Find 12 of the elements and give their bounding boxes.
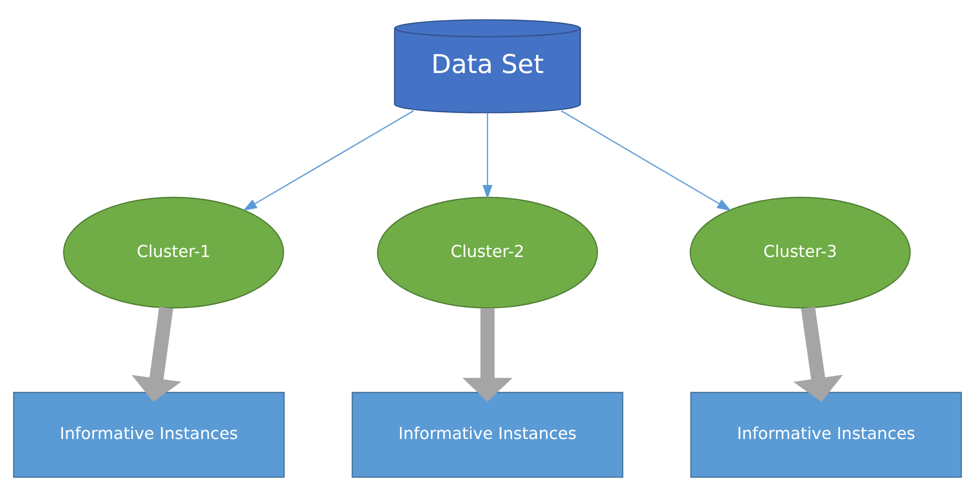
node-box: Informative Instances	[12, 392, 284, 478]
arrow	[131, 306, 181, 402]
arrow	[242, 110, 414, 211]
node-ellipse: Cluster-2	[376, 196, 598, 308]
node-box: Informative Instances	[351, 392, 623, 478]
arrow	[462, 308, 512, 402]
node-ellipse: Cluster-1	[62, 196, 284, 308]
arrow	[560, 110, 731, 211]
arrow	[482, 112, 492, 200]
node-box: Informative Instances	[690, 392, 962, 478]
arrow	[792, 306, 842, 402]
node-ellipse: Cluster-3	[689, 196, 910, 308]
